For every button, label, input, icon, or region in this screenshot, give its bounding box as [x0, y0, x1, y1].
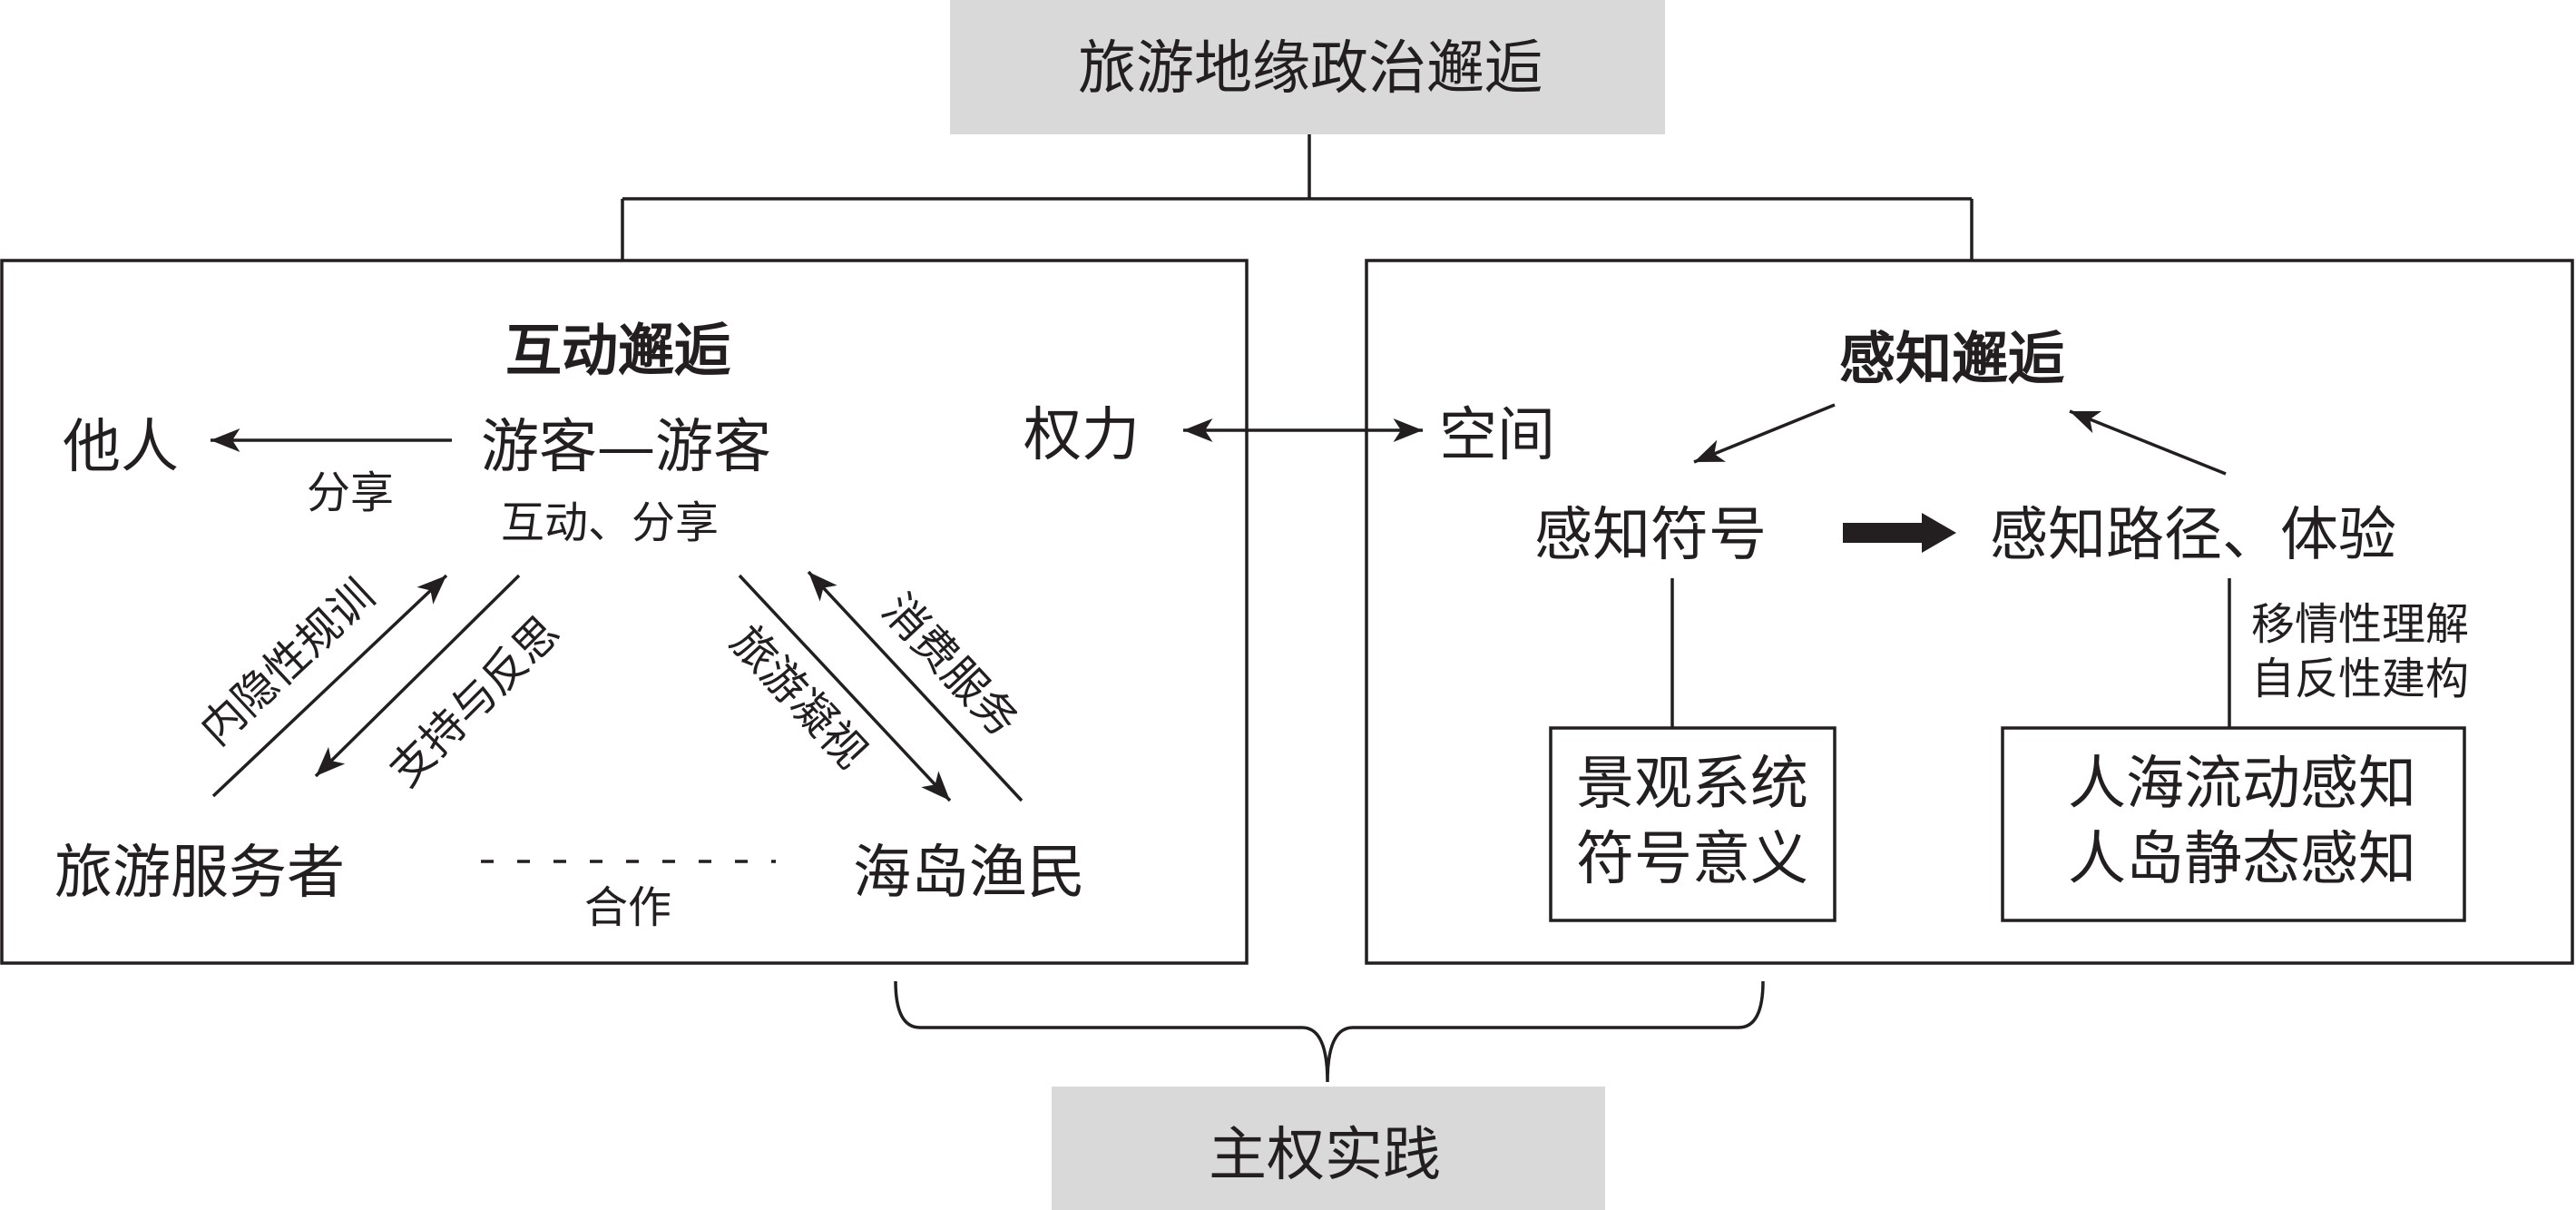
- bottom-box: 主权实践: [1052, 1087, 1605, 1210]
- symbol-box-line-1: 景观系统: [1576, 751, 1808, 818]
- perception-paths-node: 感知路径、体验: [1990, 502, 2396, 569]
- flow-perception-box: 人海流动感知 人岛静态感知: [2001, 726, 2466, 922]
- power-node: 权力: [1024, 402, 1140, 469]
- tourist-gaze-arrow: [738, 574, 952, 802]
- implicit-discipline-arrow: [211, 574, 448, 798]
- interaction-heading: 互动邂逅: [505, 318, 730, 384]
- perception-panel: 空间 感知邂逅 感知符号 感知路径、体验 移情性理解 自反性建构 景观系统 符号…: [1365, 259, 2574, 965]
- bottom-box-label: 主权实践: [1209, 1122, 1441, 1189]
- thick-arrow: [1843, 513, 1956, 553]
- support-reflection-arrow: [314, 574, 521, 778]
- heading-to-symbols-arrow: [1693, 403, 1836, 464]
- symbol-meaning-box: 景观系统 符号意义: [1549, 726, 1837, 922]
- cooperation-label: 合作: [584, 882, 671, 933]
- top-box-label: 旅游地缘政治邂逅: [1078, 35, 1543, 103]
- path-box-line-1: 人海流动感知: [2068, 751, 2416, 818]
- tourists-note: 互动、分享: [501, 497, 719, 548]
- empathy-label: 移情性理解: [2251, 599, 2469, 650]
- reflexive-label: 自反性建构: [2251, 654, 2469, 704]
- perception-heading: 感知邂逅: [1839, 326, 2064, 392]
- top-box: 旅游地缘政治邂逅: [950, 0, 1665, 134]
- space-node: 空间: [1439, 402, 1555, 469]
- others-node: 他人: [63, 414, 179, 481]
- share-label: 分享: [307, 467, 394, 518]
- fishermen-node: 海岛渔民: [853, 840, 1085, 907]
- path-box-line-2: 人岛静态感知: [2068, 826, 2416, 893]
- bottom-brace: [894, 980, 1765, 1083]
- consumption-service-arrow: [807, 570, 1024, 802]
- paths-to-heading-arrow: [2069, 409, 2227, 476]
- top-connector: [621, 134, 1974, 261]
- tourists-node: 游客—游客: [481, 414, 771, 481]
- symbol-box-line-2: 符号意义: [1576, 826, 1808, 893]
- service-providers-node: 旅游服务者: [54, 840, 345, 907]
- perception-symbols-node: 感知符号: [1534, 502, 1767, 569]
- interaction-panel: 互动邂逅 他人 分享 游客—游客 互动、分享 内隐性规训 支持与反思 旅游凝视 …: [0, 259, 1249, 965]
